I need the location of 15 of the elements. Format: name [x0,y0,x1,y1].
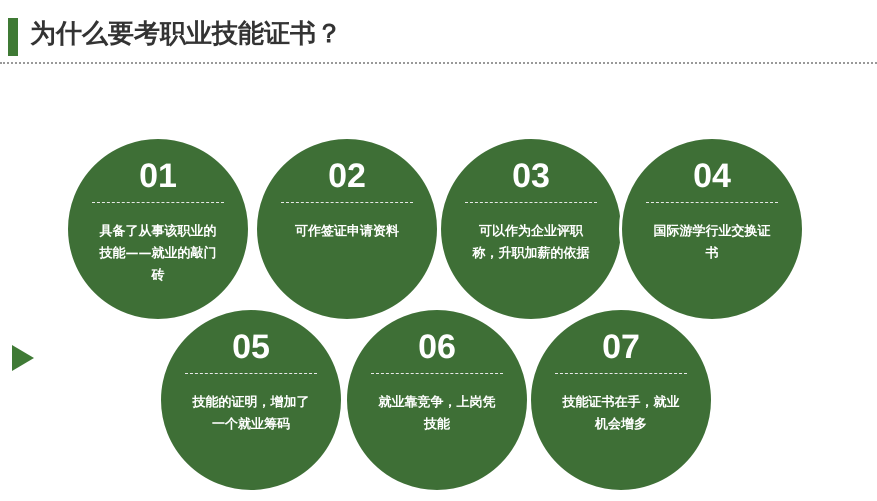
item-description: 可以作为企业评职称，升职加薪的依据 [471,223,590,263]
item-number: 03 [511,157,551,196]
title: 为什么要考职业技能证书？ [30,18,342,51]
item-number: 01 [138,157,178,196]
item-description: 国际游学行业交换证书 [652,222,772,263]
item-number: 07 [601,328,641,367]
item-description: 技能的证明，增加了一个就业筹码 [191,394,310,434]
item-number: 06 [417,328,457,367]
item-description: 可作签证申请资料 [294,223,400,241]
item-description: 就业靠竞争，上岗凭技能 [377,394,496,434]
item-number: 05 [231,328,271,367]
item-number: 04 [692,157,732,196]
item-number: 02 [327,157,367,196]
item-description: 技能证书在手，就业机会增多 [561,394,680,434]
item-description: 具备了从事该职业的技能——就业的敲门砖 [98,222,218,285]
